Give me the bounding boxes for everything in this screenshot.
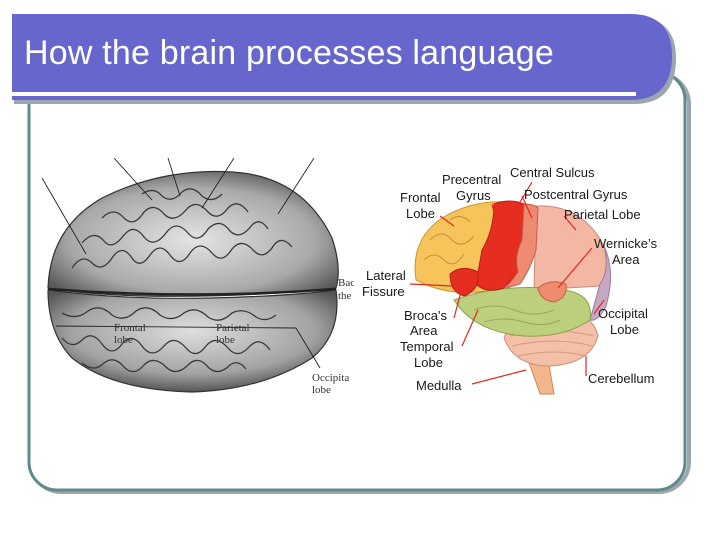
label-wernicke-2: Area (612, 252, 640, 267)
left-occipital-label-1: Occipita (312, 372, 349, 384)
label-parietal: Parietal Lobe (564, 207, 641, 222)
left-frontal-label-2: lobe (114, 334, 133, 346)
label-precentral-1: Precentral (442, 172, 501, 187)
label-temporal-2: Lobe (414, 355, 443, 370)
label-medulla: Medulla (416, 378, 462, 393)
title-underline (12, 92, 636, 96)
label-frontal-1: Frontal (400, 190, 441, 205)
label-broca-1: Broca's (404, 308, 447, 323)
upper-hemisphere (48, 172, 338, 297)
left-frontal-label-1: Frontal (114, 322, 146, 334)
left-parietal-label-1: Parietal (216, 322, 250, 334)
left-back-label-2: the (338, 290, 352, 302)
label-lateral-2: Fissure (362, 284, 405, 299)
label-cerebellum: Cerebellum (588, 371, 654, 386)
lower-hemisphere (48, 290, 337, 392)
label-frontal-2: Lobe (406, 206, 435, 221)
brain-top-view-figure: Frontal lobe Parietal lobe Occipita lobe… (42, 158, 354, 396)
label-postcentral: Postcentral Gyrus (524, 187, 628, 202)
label-broca-2: Area (410, 323, 438, 338)
temporal-lobe (454, 288, 590, 337)
label-occipital-1: Occipital (598, 306, 648, 321)
label-occipital-2: Lobe (610, 322, 639, 337)
left-parietal-label-2: lobe (216, 334, 235, 346)
left-back-label-1: Bac (338, 277, 354, 289)
label-lateral-1: Lateral (366, 268, 406, 283)
brain-lateral-figure: Central Sulcus Precentral Gyrus Postcent… (354, 160, 666, 396)
label-temporal-1: Temporal (400, 339, 454, 354)
left-occipital-label-2: lobe (312, 384, 331, 396)
label-central-sulcus: Central Sulcus (510, 165, 595, 180)
label-wernicke-1: Wernicke’s (594, 236, 658, 251)
label-precentral-2: Gyrus (456, 188, 491, 203)
slide-title: How the brain processes language (24, 34, 554, 73)
